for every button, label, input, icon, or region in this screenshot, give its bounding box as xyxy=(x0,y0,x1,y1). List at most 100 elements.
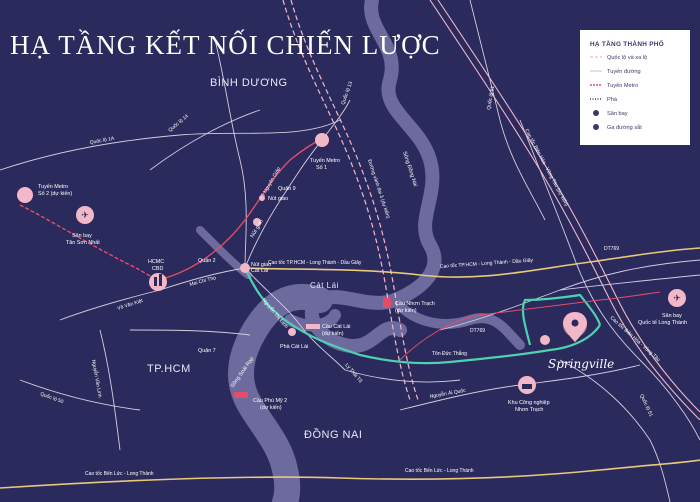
region-quan2: Quận 2 xyxy=(198,258,216,264)
metro-line-2 xyxy=(19,204,159,281)
river-layer xyxy=(196,0,525,502)
road-quoc-lo-50 xyxy=(19,379,141,411)
poi-cau-phu-my2: Cầu Phú Mỹ 2 (dự kiến) xyxy=(234,392,287,411)
location-pin-icon xyxy=(563,312,587,342)
svg-text:✈: ✈ xyxy=(81,210,89,220)
poi-nut-giao-cat-lai: Nút giao Cát Lái xyxy=(240,262,271,274)
legend-item-2: Tuyến Metro xyxy=(607,83,638,89)
river-dong-nai-branch xyxy=(390,295,525,350)
poi-tsn-l2: Tân Sơn Nhất xyxy=(66,240,100,246)
bien-hoa-vung-tau-layer xyxy=(429,0,700,421)
metro-icon xyxy=(315,133,329,147)
road-quan7 xyxy=(129,329,251,336)
poi-metro1-l2: Số 1 xyxy=(316,165,327,171)
road-ql51 xyxy=(559,359,671,502)
road-label-bl-lt-1: Cao tốc Bến Lức - Long Thành xyxy=(85,471,154,477)
highway-layer xyxy=(0,247,700,489)
road-cao-toc-bh-vt xyxy=(519,119,700,441)
poi-cau-phu-my2-l1: Cầu Phú Mỹ 2 xyxy=(253,398,287,404)
train-station-icon xyxy=(540,335,550,345)
region-dong-nai: ĐỒNG NAI xyxy=(304,428,362,441)
region-quan9: Quận 9 xyxy=(278,186,296,192)
road-ql13 xyxy=(214,39,247,269)
interchange-icon xyxy=(253,218,261,226)
poi-cau-cat-lai-l2: (dự kiến) xyxy=(322,331,344,337)
interchange-icon xyxy=(259,195,265,201)
springville-marker: Springville xyxy=(548,312,614,371)
road-ql1a xyxy=(0,119,341,171)
poi-metro2: Tuyến Metro Số 2 (dự kiến) xyxy=(17,184,72,203)
road-label-cao-toc-2: Cao tốc TP.HCM - Long Thành - Dầu Giây xyxy=(440,257,534,270)
poi-nut-giao2-l1: Nút giao xyxy=(251,262,271,268)
route-layer xyxy=(243,267,602,365)
legend-item-4: Sân bay xyxy=(607,111,628,117)
road-ly-thai-to xyxy=(344,369,461,383)
svg-text:✈: ✈ xyxy=(673,293,681,303)
poi-cau-cat-lai-l1: Cầu Cát Lái xyxy=(322,324,350,330)
metro-icon xyxy=(17,187,33,203)
legend-panel: HẠ TẦNG THÀNH PHỐ Quốc lộ và xa lộ Tuyến… xyxy=(580,30,690,145)
bridge-icon xyxy=(306,324,320,329)
poi-cau-nhon-trach: Cầu Nhơn Trạch (dự kiến) xyxy=(383,298,435,314)
poi-metro1-l1: Tuyến Metro xyxy=(310,158,340,164)
poi-cau-nhon-trach-l2: (dự kiến) xyxy=(395,308,417,314)
springville-label: Springville xyxy=(548,357,614,371)
poi-tsn-airport: ✈ Sân bay Tân Sơn Nhất xyxy=(66,206,100,246)
road-label-ql51: Quốc lộ 51 xyxy=(486,85,496,110)
road-label-ton-duc-thang: Tôn Đức Thắng xyxy=(432,350,467,357)
poi-cbd-l1: HCMC xyxy=(148,259,164,265)
metro-layer xyxy=(19,204,159,281)
road-ql51-north xyxy=(469,0,546,221)
road-label-dt769a: DT769 xyxy=(604,246,619,252)
ring-road-layer xyxy=(282,0,419,401)
poi-long-thanh-l2: Quốc tế Long Thành xyxy=(638,320,687,326)
route-springville-loop xyxy=(521,293,602,346)
poi-kcn-l1: Khu Công nghiệp xyxy=(508,400,550,406)
poi-nut-giao3-l: Nút giao xyxy=(268,196,288,202)
road-label-bl-lt-2: Cao tốc Bến Lức - Long Thành xyxy=(405,468,474,474)
bridge-icon xyxy=(383,298,391,308)
poi-cau-nhon-trach-l1: Cầu Nhơn Trạch xyxy=(395,301,435,307)
legend-item-1: Tuyến đường xyxy=(607,69,641,75)
poi-pha-cat-lai-l: Phà Cát Lái xyxy=(280,344,308,350)
poi-metro1: Tuyến Metro Số 1 xyxy=(310,133,340,171)
ring-road-3 xyxy=(282,0,411,401)
legend-item-0: Quốc lộ và xa lộ xyxy=(607,55,647,61)
poi-nut-giao-3: Nút giao xyxy=(259,195,288,202)
interchange-icon xyxy=(240,263,250,273)
metro-line-1 xyxy=(157,139,323,281)
road-nguyen-van-linh xyxy=(99,329,121,451)
region-binh-duong: BÌNH DƯƠNG xyxy=(210,76,288,89)
road-label-cao-toc-1: Cao tốc TP.HCM - Long Thành - Dầu Giây xyxy=(268,260,362,266)
poi-kcn-nhon-trach: Khu Công nghiệp Nhơn Trạch xyxy=(508,376,550,413)
building-icon xyxy=(149,273,167,291)
poi-nut-giao2-l2: Cát Lái xyxy=(251,268,268,274)
metro-line-1-group xyxy=(157,139,323,281)
road-mai-chi-tho xyxy=(159,267,246,291)
poi-cbd-l2: CBD xyxy=(152,266,163,272)
highway-tphcm-lt-dg xyxy=(244,247,700,278)
road-vo-nguyen-giap xyxy=(244,99,351,269)
region-cat-lai: Cát Lái xyxy=(310,281,339,290)
poi-kcn-l2: Nhơn Trạch xyxy=(515,407,543,413)
river-dong-nai xyxy=(304,0,442,353)
route-to-springville xyxy=(243,267,601,365)
bridge-icon xyxy=(234,392,248,398)
highway-ben-luc-lt xyxy=(0,459,700,489)
road-label-ly-thai-to: Lý Thái Tổ xyxy=(343,362,364,385)
ring-road-3-b xyxy=(290,0,419,401)
poi-cau-cat-lai: Cầu Cát Lái (dự kiến) xyxy=(306,324,350,337)
road-label-ql51b: Quốc lộ 51 xyxy=(638,393,654,418)
ferry-icon xyxy=(288,328,296,336)
legend-item-5: Ga đường sắt xyxy=(607,124,642,131)
poi-nut-giao1-l: Nút giao xyxy=(250,219,265,239)
expressway-bh-vt-a xyxy=(429,0,700,421)
poi-pha-cat-lai: Phà Cát Lái xyxy=(280,328,308,350)
region-tphcm: TP.HCM xyxy=(147,363,191,375)
poi-cbd: HCMC CBD xyxy=(148,259,167,291)
road-label-ql1a: Quốc lộ 1A xyxy=(89,136,115,146)
road-vo-van-kiet xyxy=(59,289,161,321)
poi-train-icon xyxy=(540,335,550,345)
